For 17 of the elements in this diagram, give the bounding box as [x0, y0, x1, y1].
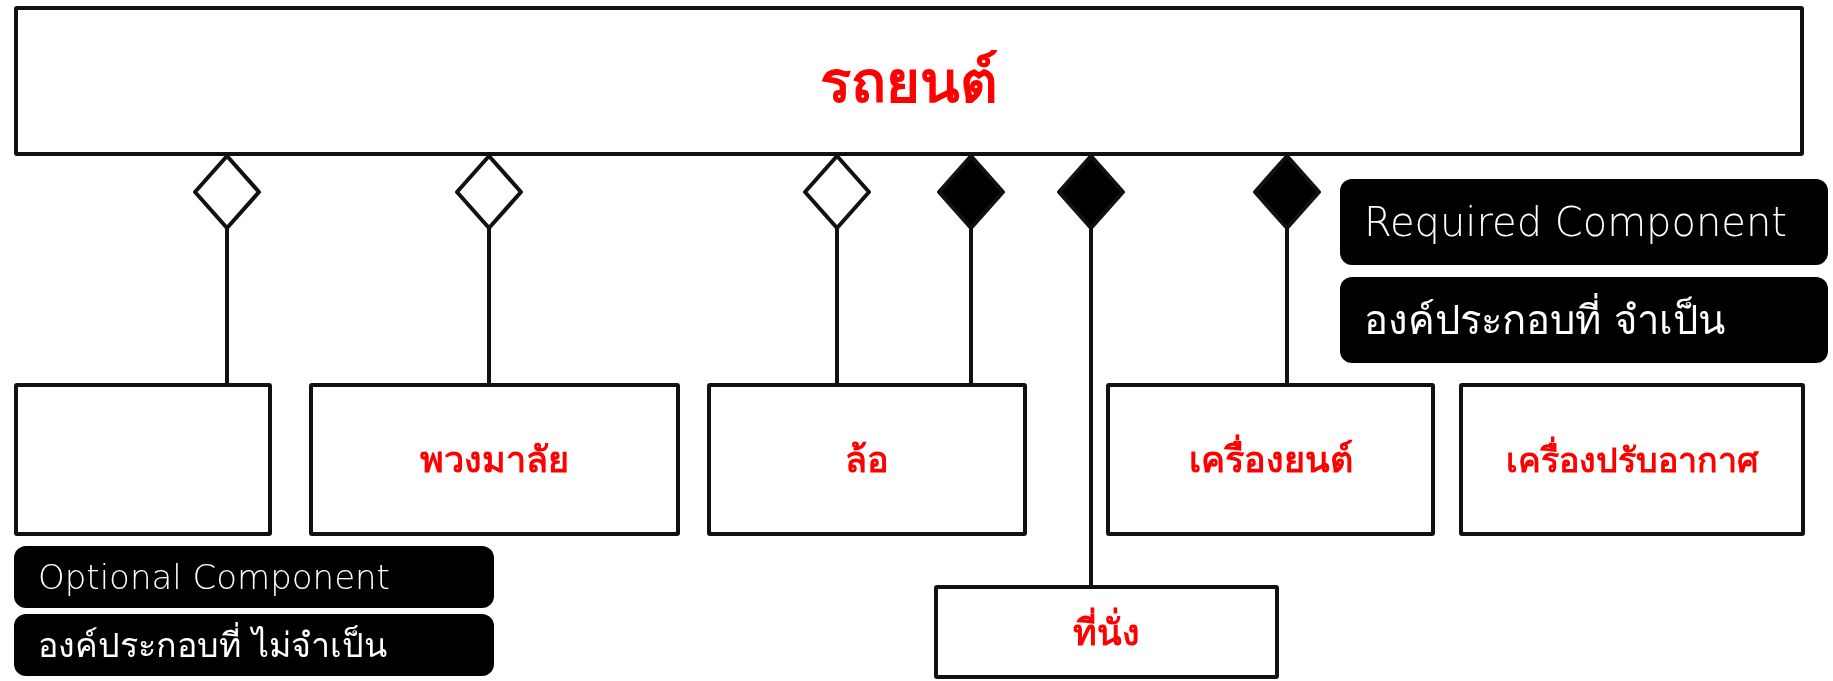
- callout-label: Required Component: [1340, 179, 1828, 265]
- composition-connector: [1057, 154, 1125, 585]
- class-box: เครื่องปรับอากาศ: [1459, 383, 1805, 536]
- class-box: รถยนต์: [14, 6, 1804, 156]
- class-box: ล้อ: [707, 383, 1027, 536]
- empty-class-box: [14, 383, 272, 536]
- callout-label: องค์ประกอบที่ จำเป็น: [1340, 277, 1828, 363]
- aggregation-connector: [803, 154, 871, 383]
- aggregation-connector: [193, 154, 261, 383]
- callout-label: Optional Component: [14, 546, 494, 608]
- composition-connector: [937, 154, 1005, 383]
- callout-label: องค์ประกอบที่ ไม่จำเป็น: [14, 614, 494, 676]
- composition-connector: [1253, 154, 1321, 383]
- class-box: ที่นั่ง: [934, 585, 1279, 679]
- class-box: พวงมาลัย: [309, 383, 680, 536]
- aggregation-connector: [455, 154, 523, 383]
- class-box: เครื่องยนต์: [1106, 383, 1435, 536]
